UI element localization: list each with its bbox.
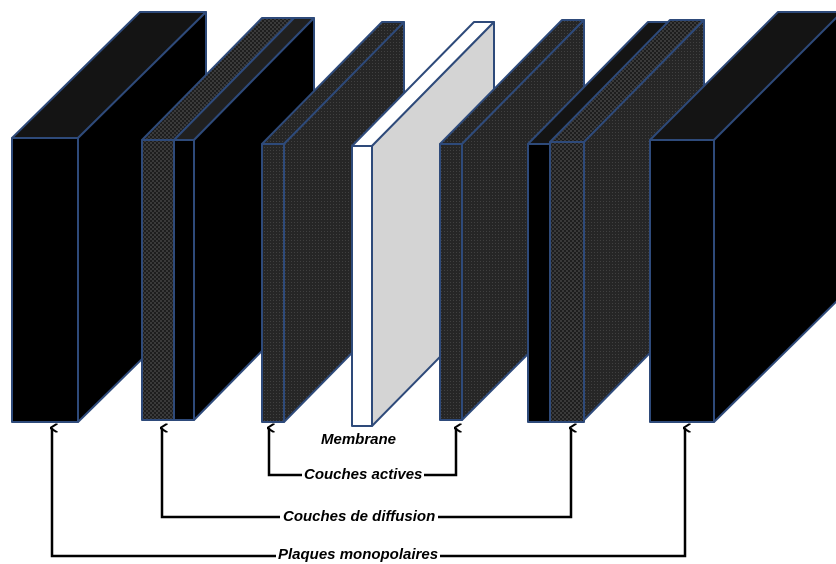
membrane-label: Membrane — [321, 431, 397, 449]
monopolar-plates-label: Plaques monopolaires — [276, 546, 441, 564]
monopolar-plate-right — [649, 11, 836, 423]
active-layers-label: Couches actives — [302, 466, 425, 484]
diffusion-layers-label: Couches de diffusion — [280, 508, 439, 526]
